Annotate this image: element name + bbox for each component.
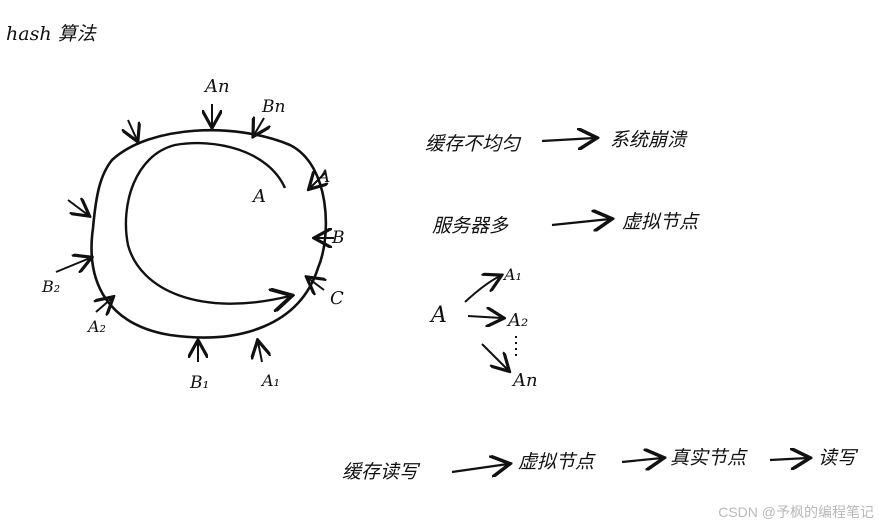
tree-branch-3 xyxy=(481,343,508,370)
node-arrow-bn xyxy=(254,118,264,135)
label-b2: B₂ xyxy=(41,277,60,296)
label-an: An xyxy=(203,76,230,97)
flow3-arrow-2 xyxy=(621,458,662,462)
node-arrow-a xyxy=(310,172,326,188)
tree-child-2: A₂ xyxy=(506,310,528,331)
flow3-arrow-1 xyxy=(451,464,508,472)
label-a: A xyxy=(316,167,330,187)
flow1-arrow xyxy=(541,138,595,141)
node-arrow-c xyxy=(308,278,324,290)
csdn-watermark: CSDN @予枫的编程笔记 xyxy=(718,504,874,520)
flow3-step-3: 真实节点 xyxy=(670,447,748,469)
label-a-inner: A xyxy=(251,186,266,207)
flow3-arrow-3 xyxy=(769,458,808,460)
tree-child-1: A₁ xyxy=(502,265,522,284)
flow2-to: 虚拟节点 xyxy=(622,211,700,233)
label-b: B xyxy=(331,228,345,248)
tree-root: A xyxy=(429,303,447,328)
label-bn: Bn xyxy=(261,97,285,117)
node-arrow-a2 xyxy=(96,298,112,312)
label-a1: A₁ xyxy=(260,371,280,390)
node-arrow-a1 xyxy=(258,342,262,363)
flow1-from: 缓存不均匀 xyxy=(425,133,522,155)
flow2-from: 服务器多 xyxy=(432,215,509,237)
node-arrow-left xyxy=(67,200,88,215)
tree-branch-2 xyxy=(467,316,502,318)
node-arrow-top-left xyxy=(128,119,137,140)
flow3-step-2: 虚拟节点 xyxy=(518,451,596,473)
page-title: hash 算法 xyxy=(6,23,98,45)
label-c: C xyxy=(330,288,344,309)
traversal-arc xyxy=(124,141,290,304)
tree-branch-1 xyxy=(464,276,500,303)
label-a2: A₂ xyxy=(86,317,106,336)
node-arrow-b2 xyxy=(55,258,90,272)
flow2-arrow xyxy=(551,219,610,225)
flow1-to: 系统崩溃 xyxy=(610,129,688,151)
label-b1: B₁ xyxy=(189,373,209,393)
flow3-step-4: 读写 xyxy=(818,447,859,469)
tree-child-3: An xyxy=(511,370,538,391)
flow3-step-1: 缓存读写 xyxy=(342,461,421,483)
